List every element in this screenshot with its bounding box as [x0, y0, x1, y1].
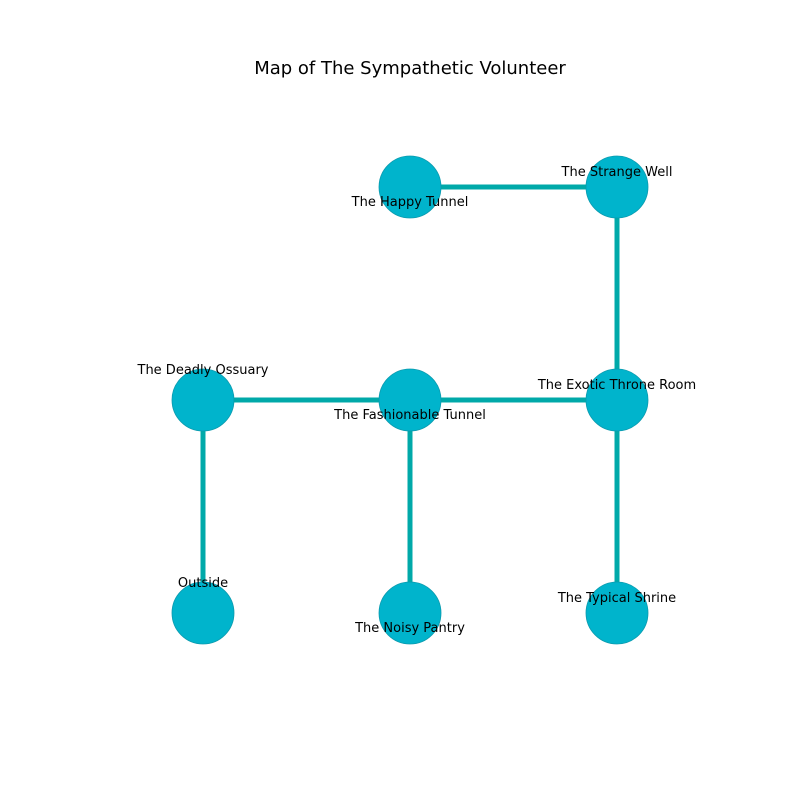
room-node-exotic-throne-room	[585, 368, 649, 432]
room-node-typical-shrine	[585, 581, 649, 645]
room-node-outside	[171, 581, 235, 645]
room-label-deadly-ossuary: The Deadly Ossuary	[137, 363, 269, 378]
connections-layer	[200, 184, 620, 613]
room-label-exotic-throne-room: The Exotic Throne Room	[537, 378, 696, 393]
room-label-fashionable-tunnel: The Fashionable Tunnel	[333, 408, 486, 423]
map-title: Map of The Sympathetic Volunteer	[254, 58, 566, 79]
room-node-fashionable-tunnel	[378, 368, 442, 432]
rooms-layer	[171, 155, 649, 645]
room-node-strange-well	[585, 155, 649, 219]
room-node-noisy-pantry	[378, 581, 442, 645]
room-label-outside: Outside	[178, 576, 228, 591]
room-node-happy-tunnel	[378, 155, 442, 219]
room-label-happy-tunnel: The Happy Tunnel	[351, 195, 469, 210]
room-label-strange-well: The Strange Well	[561, 165, 673, 180]
room-node-deadly-ossuary	[171, 368, 235, 432]
room-label-noisy-pantry: The Noisy Pantry	[354, 621, 465, 636]
room-label-typical-shrine: The Typical Shrine	[557, 591, 676, 606]
